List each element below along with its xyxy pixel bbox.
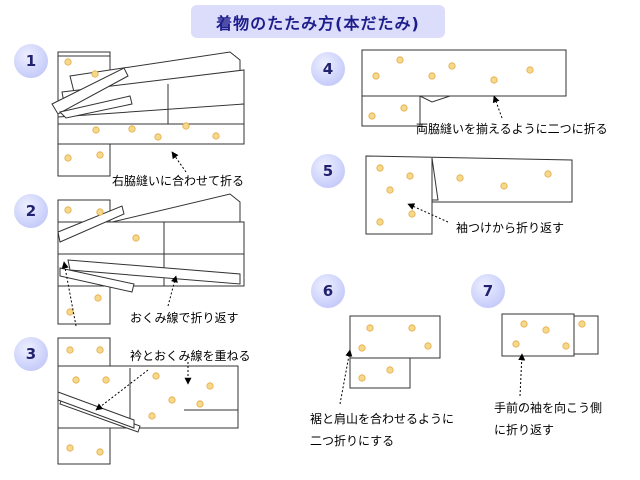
step-4-badge: 4 xyxy=(311,52,345,86)
step-1-pointer xyxy=(171,151,187,173)
step-3-dots xyxy=(66,346,214,456)
step-7-caption-line1: 手前の袖を向こう側 xyxy=(494,401,603,415)
step-7-caption-line2: に折り返す xyxy=(494,423,555,437)
step-4-pointer xyxy=(492,95,503,119)
step-2-dots xyxy=(64,206,140,316)
step-2-pointer-b xyxy=(61,261,77,327)
step-2-illustration xyxy=(57,193,245,325)
step-5-dots xyxy=(376,164,552,226)
step-5-illustration xyxy=(365,155,573,235)
step-2-caption: おくみ線で折り返す xyxy=(130,311,239,325)
step-5-pointer xyxy=(407,203,449,223)
step-6-illustration xyxy=(349,315,441,389)
step-6-badge: 6 xyxy=(311,274,345,308)
step-5-caption: 袖つけから折り返す xyxy=(456,221,565,235)
step-1-dots xyxy=(64,58,220,162)
step-6-pointer xyxy=(339,349,353,405)
step-7-illustration xyxy=(501,313,599,357)
step-6-dots xyxy=(358,324,432,382)
step-4-illustration xyxy=(361,49,567,127)
step-3-illustration xyxy=(57,337,239,465)
page-title: 着物のたたみ方(本だたみ) xyxy=(191,5,445,38)
step-4-caption: 両脇縫いを揃えるように二つに折る xyxy=(416,122,608,136)
step-2-pointer xyxy=(167,275,178,307)
step-5-badge: 5 xyxy=(311,154,345,188)
step-6-caption-line2: 二つ折りにする xyxy=(310,434,395,448)
step-3-pointer-b xyxy=(95,369,149,411)
step-1-caption: 右脇縫いに合わせて折る xyxy=(112,174,245,188)
step-7-pointer xyxy=(518,353,526,397)
step-3-caption: 衿とおくみ線を重ねる xyxy=(130,349,251,363)
step-6-caption-line1: 裾と肩山を合わせるように xyxy=(310,412,455,426)
step-3-badge: 3 xyxy=(14,337,48,371)
step-1-illustration xyxy=(51,51,245,177)
step-7-dots xyxy=(512,320,586,350)
step-4-dots xyxy=(368,56,534,120)
step-7-badge: 7 xyxy=(471,274,505,308)
step-1-badge: 1 xyxy=(14,44,48,78)
step-2-badge: 2 xyxy=(14,194,48,228)
